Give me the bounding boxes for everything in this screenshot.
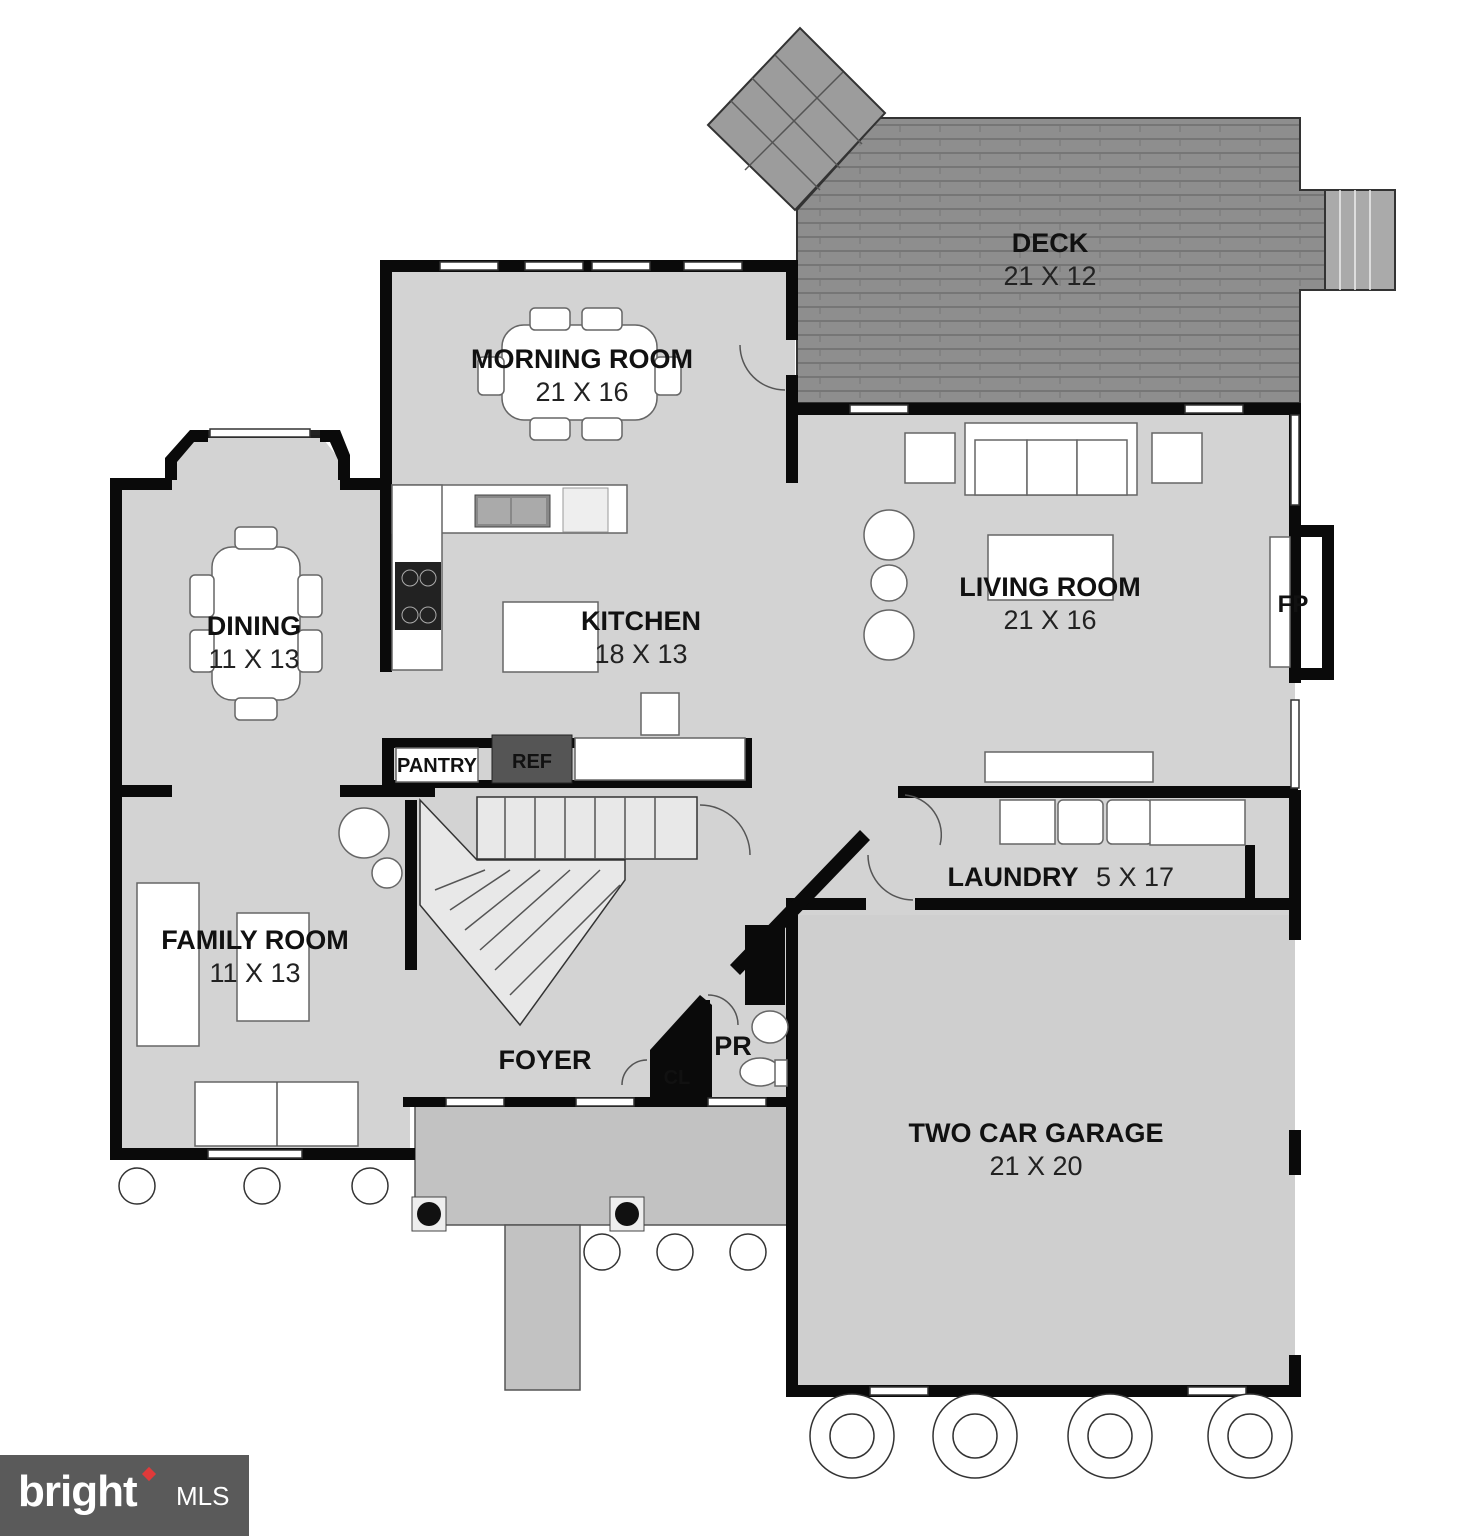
family-room-dims: 11 X 13: [209, 958, 300, 988]
foyer-label: FOYER: [498, 1045, 591, 1075]
windows: [207, 261, 1300, 1396]
fireplace-label: FP: [1278, 591, 1309, 618]
living-room-label: LIVING ROOM: [959, 572, 1141, 602]
living-furniture: [863, 422, 1291, 783]
powder-room-label: PR: [714, 1031, 752, 1061]
shrubs: [118, 1167, 1293, 1479]
living-room-dims: 21 X 16: [1003, 605, 1096, 635]
kitchen-counters: [391, 484, 746, 784]
closet-label: CL: [664, 1067, 691, 1089]
stairs: [419, 796, 698, 1027]
logo-brand: bright: [18, 1467, 138, 1516]
dining-label: DINING: [207, 611, 302, 641]
door-swings: [621, 344, 943, 1086]
deck-label: DECK: [1012, 228, 1089, 258]
refrigerator-label: REF: [512, 751, 552, 773]
laundry-appliances: [999, 799, 1246, 846]
logo-suffix: MLS: [176, 1481, 230, 1511]
logo-accent-icon: [141, 1466, 157, 1482]
dining-table: [189, 526, 323, 721]
morning-room-dims: 21 X 16: [535, 377, 628, 407]
family-furniture: [136, 807, 403, 1147]
laundry-dims: 5 X 17: [1096, 862, 1174, 892]
kitchen-dims: 18 X 13: [594, 639, 687, 669]
morning-room-label: MORNING ROOM: [471, 344, 693, 374]
laundry-label: LAUNDRY: [948, 862, 1079, 892]
garage-label: TWO CAR GARAGE: [909, 1118, 1164, 1148]
dining-dims: 11 X 13: [208, 644, 299, 674]
deck-dims: 21 X 12: [1003, 261, 1096, 291]
morning-table: [477, 307, 682, 441]
brand-logo: bright MLS: [0, 1455, 249, 1536]
kitchen-label: KITCHEN: [581, 606, 701, 636]
deck: [706, 26, 1396, 404]
porch-columns: [411, 1196, 645, 1232]
family-room-label: FAMILY ROOM: [161, 925, 349, 955]
powder-room-fixtures: [739, 1010, 789, 1087]
pantry-label: PANTRY: [397, 755, 478, 777]
garage-dims: 21 X 20: [989, 1151, 1082, 1181]
